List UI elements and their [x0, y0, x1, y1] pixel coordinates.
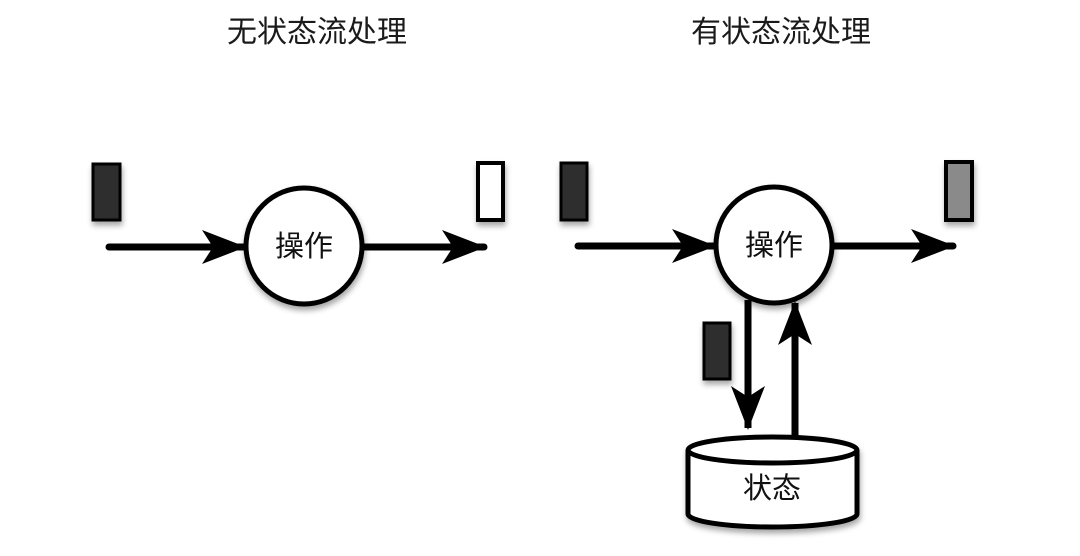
stateless-title: 无状态流处理 [227, 16, 407, 49]
stateful-input-record [559, 161, 589, 222]
stateless-input-record [91, 162, 122, 222]
state-store-top [685, 434, 860, 466]
state-record [702, 321, 732, 381]
stateless-output-record [476, 161, 505, 222]
stateless-operator-label: 操作 [275, 230, 333, 263]
state-store-cylinder [685, 434, 860, 530]
stateful-operator-label: 操作 [745, 229, 803, 262]
state-store-body [685, 450, 860, 530]
stateful-output-record [944, 160, 974, 222]
state-store-label: 状态 [743, 472, 801, 505]
stateful-title: 有状态流处理 [691, 16, 871, 49]
